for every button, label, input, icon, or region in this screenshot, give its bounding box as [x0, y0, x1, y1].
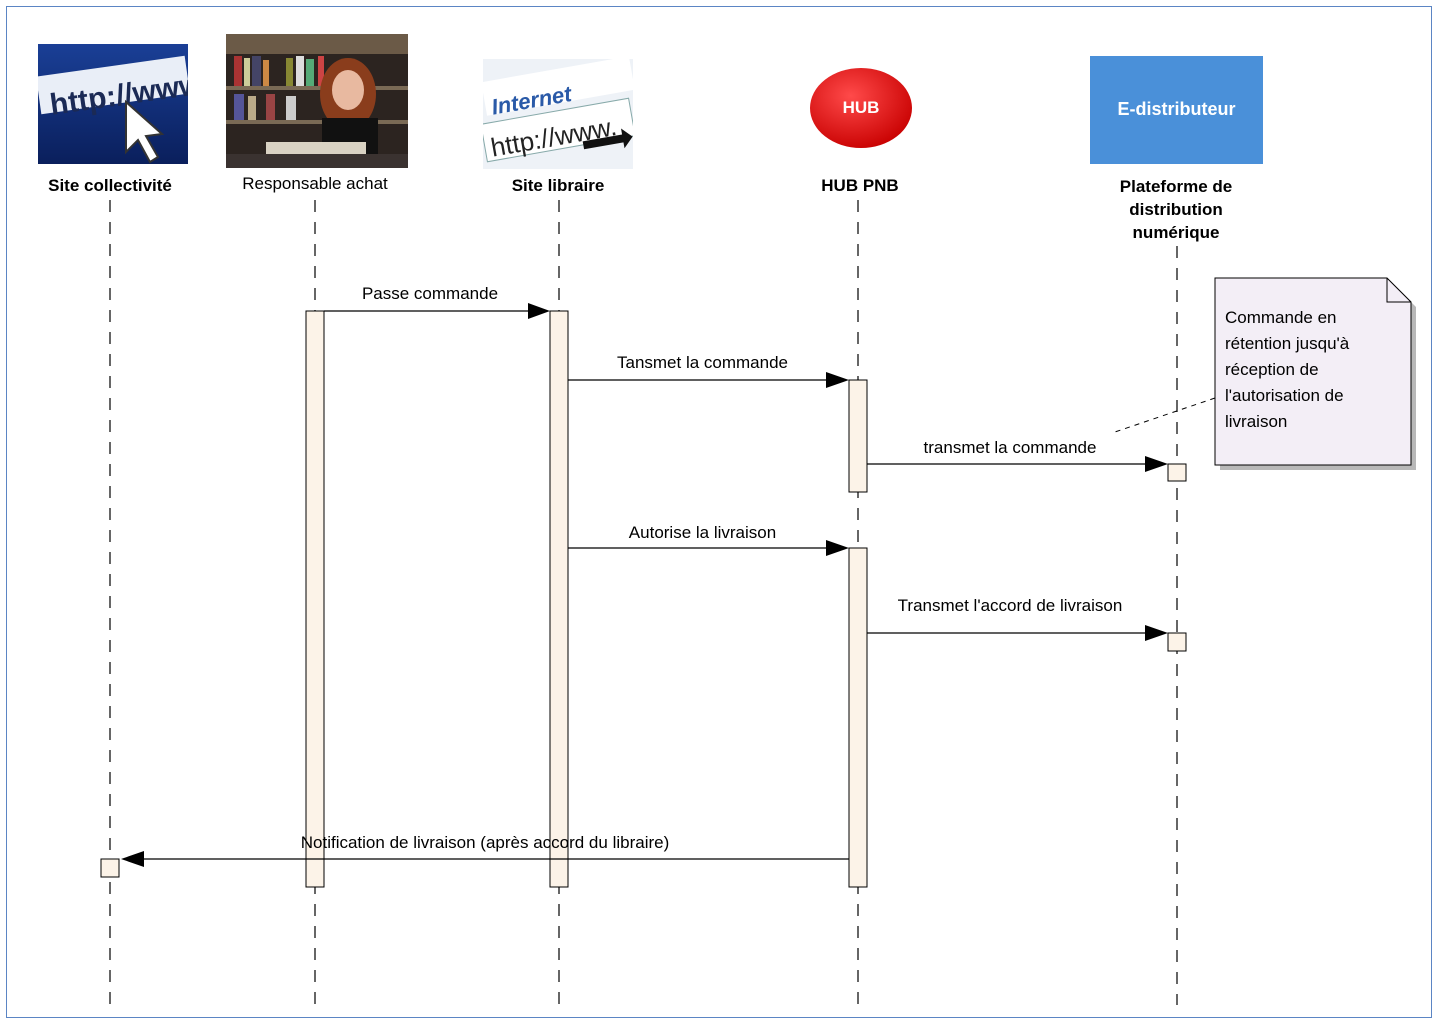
http-www-cursor-icon: http://www: [38, 44, 188, 164]
plateforme-line-2: distribution: [1129, 200, 1223, 219]
message-label-6: Notification de livraison (après accord …: [300, 833, 670, 852]
diagram-frame: [6, 6, 1432, 1018]
hub-badge-text: HUB: [843, 98, 880, 117]
activation-plateforme-1: [1167, 463, 1187, 482]
activation-plateforme-2: [1167, 632, 1187, 652]
activation-hub-2: [848, 547, 868, 888]
e-distributeur-box-icon: E-distributeur: [1090, 56, 1263, 164]
note-line-1: Commande en: [1225, 308, 1337, 327]
actor-label-site-libraire: Site libraire: [511, 176, 605, 195]
note-line-3: réception de: [1225, 360, 1319, 379]
message-label-1: Passe commande: [361, 284, 499, 303]
message-label-5: Transmet l'accord de livraison: [897, 596, 1123, 615]
activation-site-collectivite: [100, 858, 120, 878]
arrowhead-1: [528, 303, 550, 319]
note-text: Commande en rétention jusqu'à réception …: [1225, 305, 1349, 435]
plateforme-line-1: Plateforme de: [1119, 177, 1233, 196]
note-line-5: livraison: [1225, 412, 1288, 431]
hub-red-circle-icon: HUB: [810, 66, 912, 150]
e-distributeur-badge-text: E-distributeur: [1117, 99, 1236, 119]
note-line-2: rétention jusqu'à: [1225, 334, 1350, 353]
arrowhead-4: [826, 540, 849, 556]
actor-label-plateforme: Plateforme de distribution numérique: [1086, 175, 1266, 244]
arrowhead-5: [1145, 625, 1168, 641]
message-label-3: transmet la commande: [923, 438, 1097, 457]
arrowhead-2: [826, 372, 849, 388]
activation-hub-1: [848, 379, 868, 493]
note-shape: [1214, 277, 1416, 470]
note-connector: [1111, 397, 1216, 434]
person-photo-icon: [226, 34, 408, 168]
arrowhead-3: [1145, 456, 1168, 472]
internet-address-bar-icon: Internet http://www.: [483, 59, 633, 169]
message-label-2: Tansmet la commande: [616, 353, 789, 372]
actor-label-hub-pnb: HUB PNB: [821, 176, 899, 195]
message-label-4: Autorise la livraison: [628, 523, 777, 542]
plateforme-line-3: numérique: [1132, 223, 1220, 242]
arrowhead-6: [121, 851, 144, 867]
actor-label-site-collectivite: Site collectivité: [48, 176, 172, 195]
note-line-4: l'autorisation de: [1225, 386, 1344, 405]
activation-site-libraire: [549, 310, 569, 888]
actor-label-responsable-achat: Responsable achat: [242, 174, 388, 193]
activation-responsable-achat: [305, 310, 325, 888]
